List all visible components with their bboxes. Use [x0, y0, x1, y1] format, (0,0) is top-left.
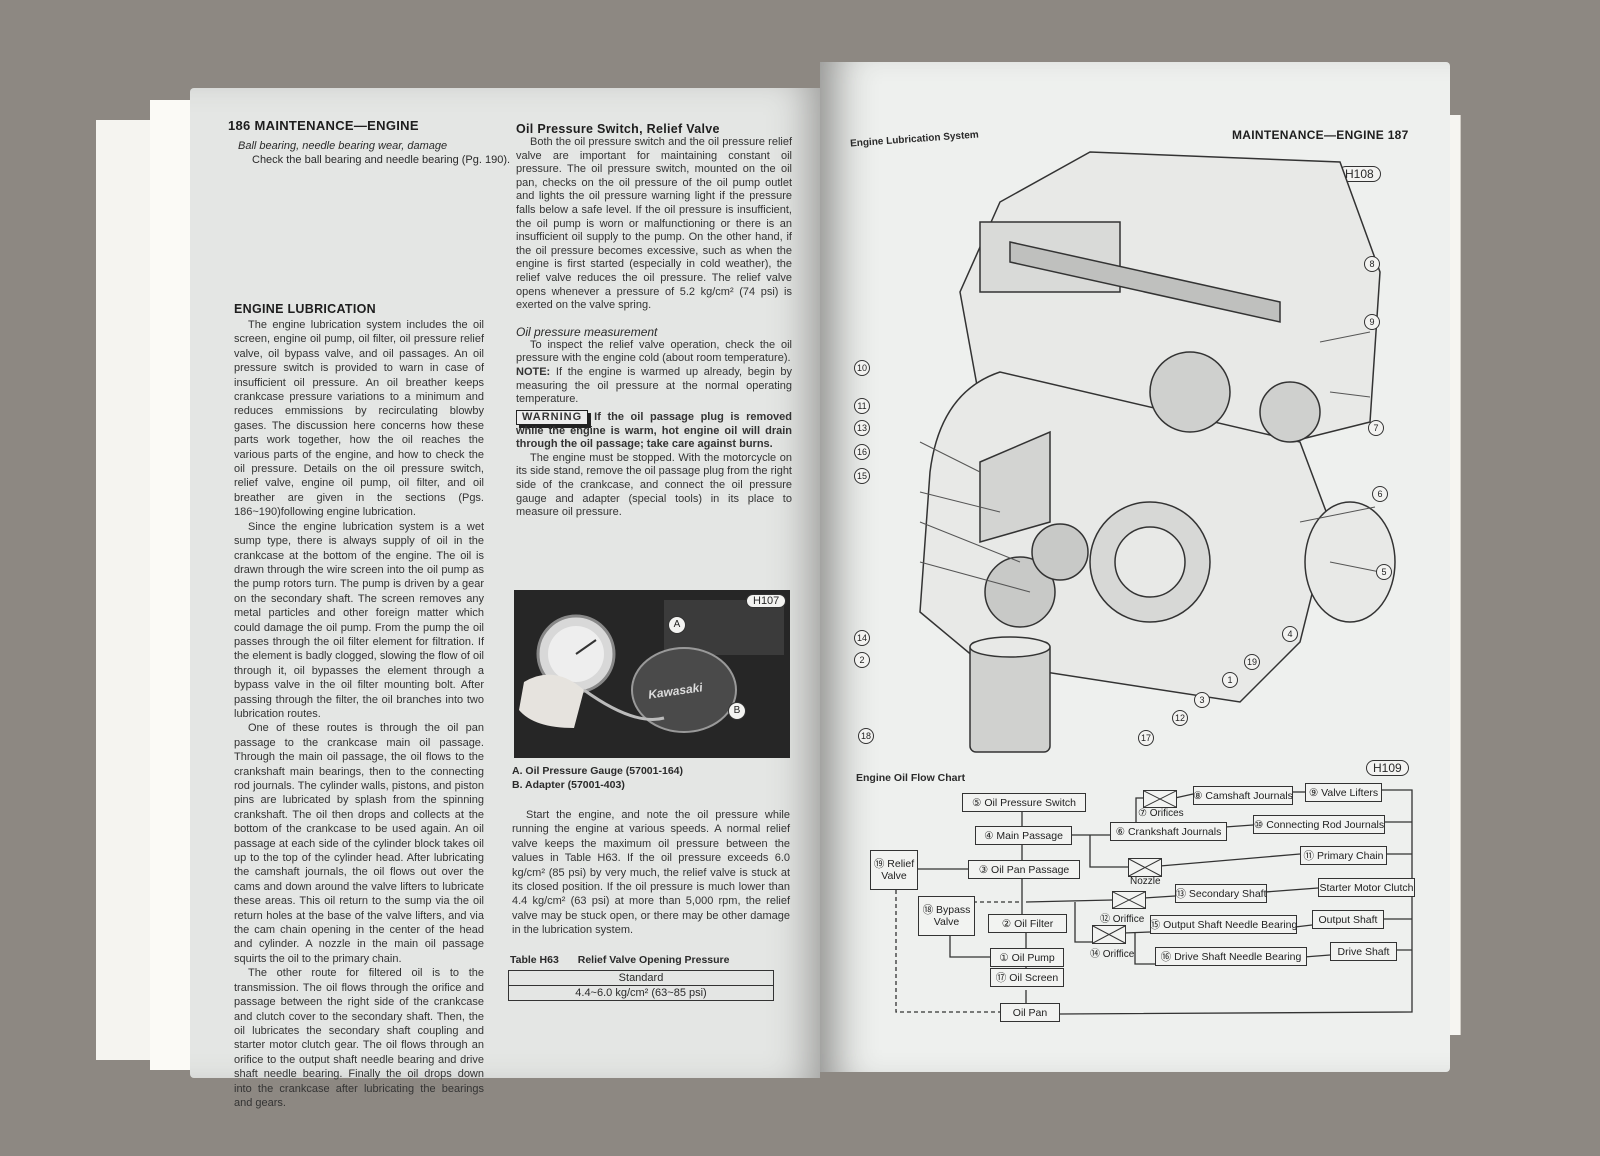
flow-starter-motor-clutch: Starter Motor Clutch	[1318, 878, 1415, 897]
page-stack-left-edge	[150, 100, 196, 1070]
marker-a: A	[668, 616, 686, 634]
caption-a: A. Oil Pressure Gauge (57001-164)	[512, 765, 683, 777]
gauge-photo-art	[514, 590, 790, 758]
callout-11: 11	[854, 398, 870, 414]
flow-camshaft-journals: ⑧ Camshaft Journals	[1193, 786, 1293, 805]
flow-bypass-valve: ⑱ Bypass Valve	[918, 896, 975, 936]
flow-drive-shaft-needle-bearing: ⑯ Drive Shaft Needle Bearing	[1155, 947, 1307, 966]
callout-1: 1	[1222, 672, 1238, 688]
paragraph: One of these routes is through the oil p…	[234, 722, 484, 965]
page-header-right: MAINTENANCE—ENGINE 187	[1232, 128, 1409, 142]
callout-4: 4	[1282, 626, 1298, 642]
flow-chart-connectors	[895, 789, 1413, 1015]
paragraph: The engine lubrication system includes t…	[234, 319, 484, 519]
table-id: Table H63	[510, 954, 559, 966]
flow-valve-lifters: ⑨ Valve Lifters	[1305, 783, 1382, 802]
table-caption: Table H63 Relief Valve Opening Pressure	[510, 954, 729, 966]
callout-6: 6	[1372, 486, 1388, 502]
left-page: 186 MAINTENANCE—ENGINE Ball bearing, nee…	[190, 88, 820, 1109]
callout-7: 7	[1368, 420, 1384, 436]
callout-5: 5	[1376, 564, 1392, 580]
callout-13: 13	[854, 420, 870, 436]
orifice-14-icon	[1092, 925, 1126, 944]
table-value: 4.4~6.0 kg/cm² (63~85 psi)	[508, 985, 774, 1001]
flow-connecting-rod-journals: ⑩ Connecting Rod Journals	[1253, 815, 1385, 834]
warning-text: If the oil passage plug is removed while…	[516, 410, 792, 451]
intro-heading: Ball bearing, needle bearing wear, damag…	[238, 140, 448, 152]
callout-19: 19	[1244, 654, 1260, 670]
marker-b: B	[728, 702, 746, 720]
callout-17: 17	[1138, 730, 1154, 746]
start-text: Start the engine, and note the oil press…	[512, 809, 790, 937]
flow-orifice-12-label: ⑫ Oriffice	[1100, 914, 1145, 925]
flow-oil-pan: Oil Pan	[1000, 1003, 1060, 1022]
flow-primary-chain: ⑪ Primary Chain	[1300, 846, 1387, 865]
relief-valve-section: Oil Pressure Switch, Relief Valve Both t…	[516, 122, 792, 520]
flow-oil-pump: ① Oil Pump	[990, 948, 1064, 967]
right-page: Engine Lubrication System MAINTENANCE—EN…	[820, 62, 1450, 1072]
callout-8: 8	[1364, 256, 1380, 272]
paragraph: The other route for filtered oil is to t…	[234, 967, 484, 1109]
table-header: Standard	[508, 970, 774, 986]
switch-heading: Oil Pressure Switch, Relief Valve	[516, 122, 720, 136]
orifices-icon	[1143, 790, 1177, 808]
callout-10: 10	[854, 360, 870, 376]
flow-orifice-14-label: ⑭ Oriffice	[1090, 949, 1135, 960]
engine-lubrication-section: ENGINE LUBRICATION The engine lubricatio…	[234, 302, 484, 1110]
flow-output-shaft: Output Shaft	[1312, 910, 1384, 929]
table-title: Relief Valve Opening Pressure	[577, 954, 730, 966]
flow-oil-pan-passage: ③ Oil Pan Passage	[968, 860, 1080, 879]
paragraph: Since the engine lubrication system is a…	[234, 520, 484, 720]
flow-secondary-shaft: ⑬ Secondary Shaft	[1175, 884, 1267, 903]
figure-tag-h109: H109	[1366, 760, 1409, 776]
callout-12: 12	[1172, 710, 1188, 726]
engine-cutaway-illustration	[919, 151, 1396, 753]
flow-main-passage: ④ Main Passage	[975, 826, 1072, 845]
flow-nozzle-label: Nozzle	[1130, 876, 1161, 887]
flow-chart-title: Engine Oil Flow Chart	[856, 772, 966, 784]
flow-output-shaft-needle-bearing: ⑮ Output Shaft Needle Bearing	[1150, 915, 1297, 934]
stop-text: The engine must be stopped. With the mot…	[516, 451, 792, 519]
switch-text: Both the oil pressure switch and the oil…	[516, 136, 792, 312]
note-text: If the engine is warmed up already, begi…	[516, 365, 792, 406]
callout-3: 3	[1194, 692, 1210, 708]
gauge-photo: Kawasaki A B H107	[514, 590, 790, 758]
warning-badge: WARNING	[516, 409, 589, 425]
callout-18: 18	[858, 728, 874, 744]
measure-text: To inspect the relief valve operation, c…	[516, 338, 792, 365]
relief-valve-table: Standard 4.4~6.0 kg/cm² (63~85 psi)	[508, 970, 774, 1001]
flow-oil-screen: ⑰ Oil Screen	[990, 968, 1064, 987]
callout-14: 14	[854, 630, 870, 646]
figure-tag-h108: H108	[1338, 166, 1381, 182]
orifice-12-icon	[1112, 891, 1146, 909]
flow-orifices-label: ⑦ Orifices	[1138, 808, 1184, 819]
callout-15: 15	[854, 468, 870, 484]
measure-heading: Oil pressure measurement	[516, 324, 658, 339]
callout-16: 16	[854, 444, 870, 460]
note-label: NOTE:	[516, 365, 551, 378]
intro-text: Check the ball bearing and needle bearin…	[252, 154, 511, 166]
callout-9: 9	[1364, 314, 1380, 330]
callout-2: 2	[854, 652, 870, 668]
flow-oil-pressure-switch: ⑤ Oil Pressure Switch	[962, 793, 1086, 812]
flow-relief-valve: ⑲ Relief Valve	[870, 850, 918, 890]
figure-tag-h107: H107	[746, 594, 787, 608]
start-text-block: Start the engine, and note the oil press…	[512, 808, 790, 938]
photo-captions: A. Oil Pressure Gauge (57001-164) B. Ada…	[512, 764, 683, 792]
flow-drive-shaft: Drive Shaft	[1330, 942, 1397, 961]
section-heading: ENGINE LUBRICATION	[234, 302, 376, 316]
page-header-left: 186 MAINTENANCE—ENGINE	[228, 118, 419, 133]
caption-b: B. Adapter (57001-403)	[512, 779, 625, 791]
nozzle-icon	[1128, 858, 1162, 877]
flow-crankshaft-journals: ⑥ Crankshaft Journals	[1110, 822, 1227, 841]
flow-oil-filter: ② Oil Filter	[988, 914, 1067, 933]
